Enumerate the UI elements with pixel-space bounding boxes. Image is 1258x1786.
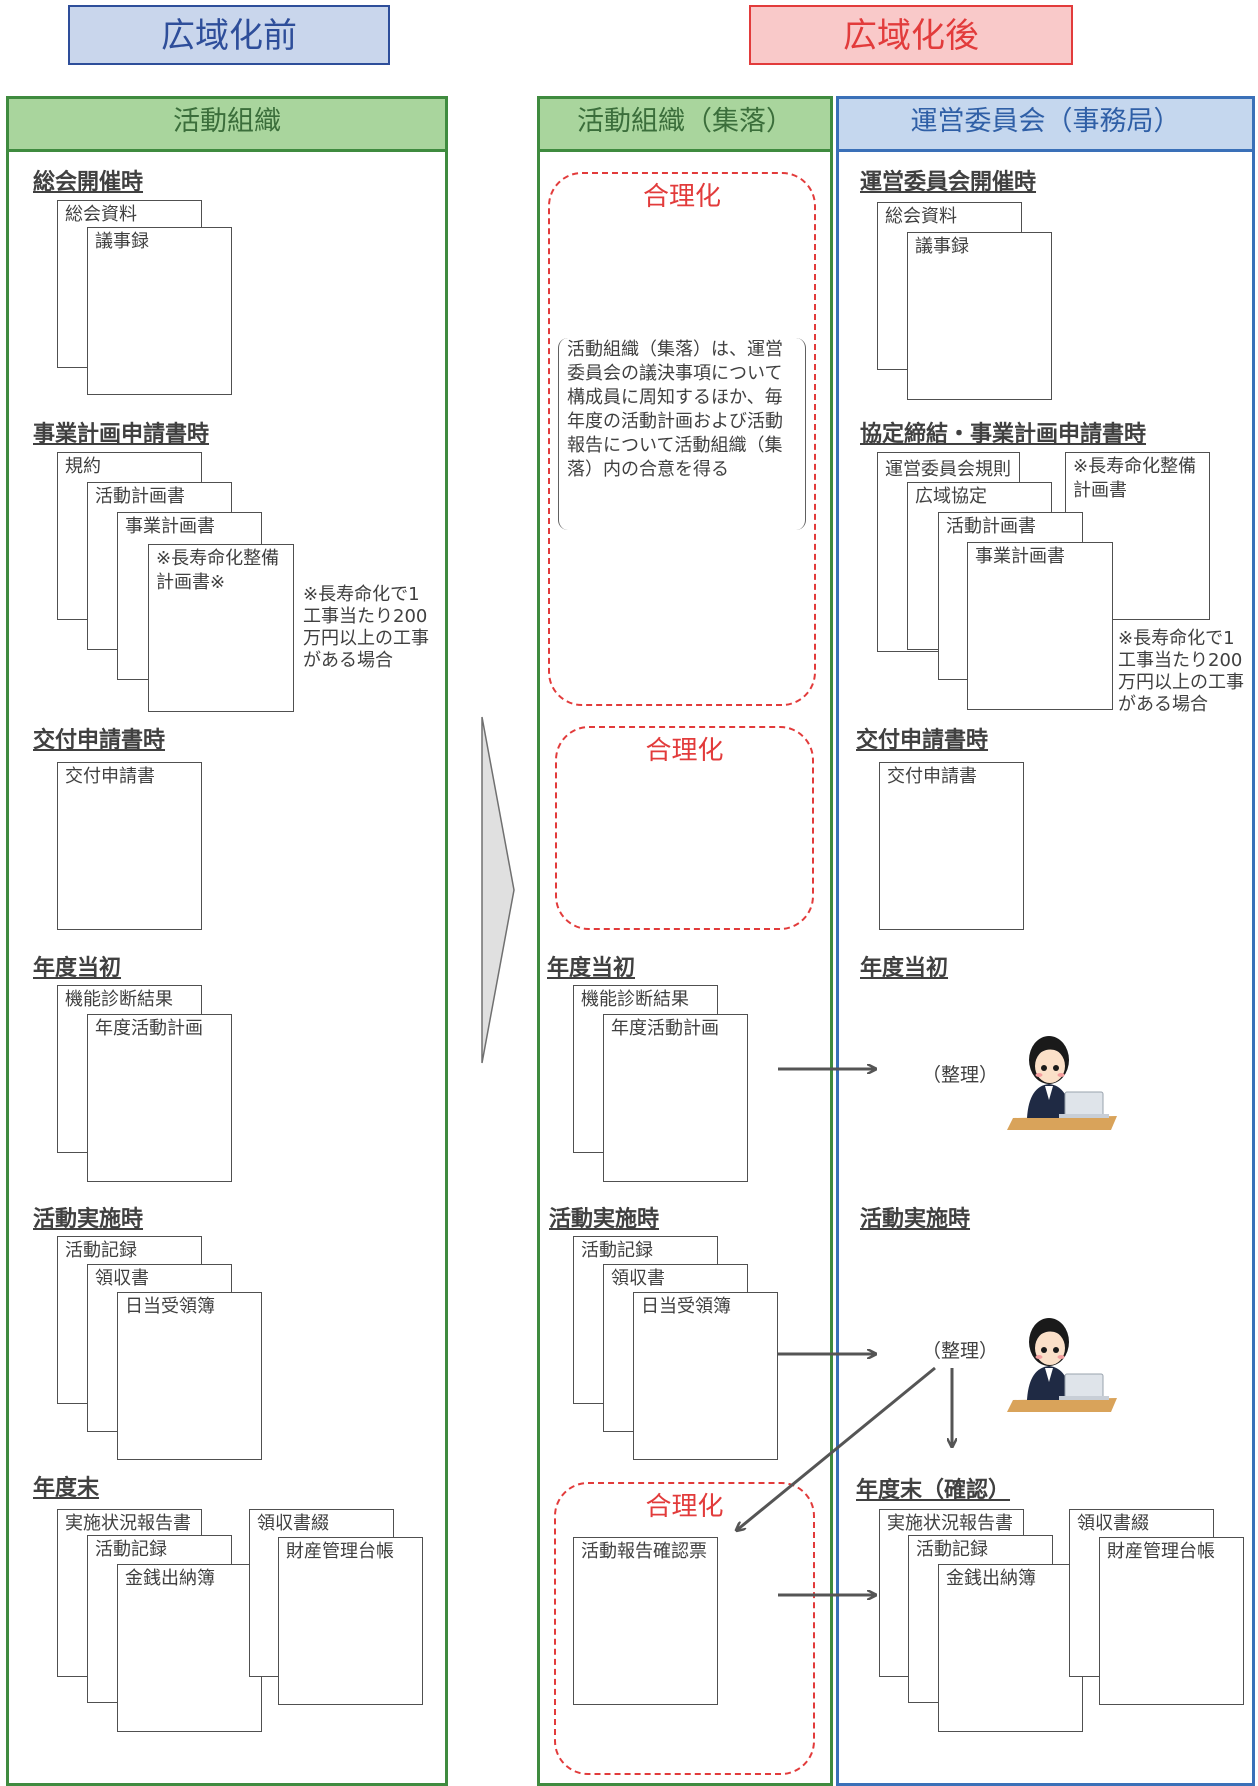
doc-chouju: ※長寿命化整備計画書※ <box>148 544 294 712</box>
office-worker-icon <box>1007 1036 1117 1130</box>
section-mid-nendo-toushoku: 年度当初 <box>547 956 636 981</box>
office-worker-icon <box>1007 1318 1117 1412</box>
section-unei-kaisai: 運営委員会開催時 <box>860 170 1037 195</box>
doc-koufu-shinsei: 交付申請書 <box>57 762 202 930</box>
gouri-label-1: 合理化 <box>642 182 721 212</box>
title-after: 広域化後 <box>749 5 1073 65</box>
doc-nittou: 日当受領簿 <box>117 1292 262 1460</box>
doc-mid-nendo-katsudou: 年度活動計画 <box>603 1014 748 1182</box>
section-r-koufu: 交付申請書時 <box>856 728 989 753</box>
section-soukai: 総会開催時 <box>33 170 144 195</box>
gouri-label-3: 合理化 <box>645 1492 724 1522</box>
doc-r-jigyou-keikaku: 事業計画書 <box>967 542 1113 710</box>
header-right: 運営委員会（事務局） <box>839 99 1252 152</box>
section-jigyo: 事業計画申請書時 <box>33 422 210 447</box>
doc-r-chouju: ※長寿命化整備計画書 <box>1065 452 1210 620</box>
doc-kinsen: 金銭出納簿 <box>117 1564 262 1732</box>
doc-r-kinsen: 金銭出納簿 <box>938 1564 1083 1732</box>
header-middle: 活動組織（集落） <box>540 99 830 152</box>
note-chouju-right: ※長寿命化で1工事当たり200万円以上の工事がある場合 <box>1118 628 1244 715</box>
section-nendo-toushoku: 年度当初 <box>33 956 122 981</box>
bracket-note: 活動組織（集落）は、運営委員会の議決事項について構成員に周知するほか、毎年度の活… <box>558 338 806 530</box>
doc-gijiroku: 議事録 <box>87 227 232 395</box>
section-kyoutei: 協定締結・事業計画申請書時 <box>860 422 1147 447</box>
doc-nendo-katsudou: 年度活動計画 <box>87 1014 232 1182</box>
doc-zaisan: 財産管理台帳 <box>278 1537 423 1705</box>
section-koufu: 交付申請書時 <box>33 728 166 753</box>
seiri-label-1: （整理） <box>922 1064 999 1086</box>
header-left: 活動組織 <box>9 99 445 152</box>
gouri-box-1 <box>548 172 816 706</box>
panel-right: 運営委員会（事務局） <box>836 96 1255 1786</box>
doc-r-koufu-shinsei: 交付申請書 <box>879 762 1024 930</box>
section-katsudou-jisshi: 活動実施時 <box>33 1207 144 1232</box>
section-nendo-matsu: 年度末 <box>33 1476 100 1501</box>
section-r-katsudou-jisshi: 活動実施時 <box>860 1207 971 1232</box>
gouri-box-3 <box>554 1482 815 1775</box>
seiri-label-2: （整理） <box>922 1340 999 1362</box>
title-before: 広域化前 <box>68 5 390 65</box>
doc-r-gijiroku: 議事録 <box>907 232 1052 400</box>
doc-houkoku-kakunin: 活動報告確認票 <box>573 1537 718 1705</box>
gouri-label-2: 合理化 <box>645 736 724 766</box>
section-r-nendo-matsu: 年度末（確認） <box>856 1478 1011 1503</box>
panel-left: 活動組織 <box>6 96 448 1786</box>
doc-r-zaisan: 財産管理台帳 <box>1099 1537 1244 1705</box>
section-mid-katsudou-jisshi: 活動実施時 <box>549 1207 660 1232</box>
arrow-to-houkoku-kakunin <box>737 1366 936 1530</box>
transition-arrow-icon <box>481 716 515 1064</box>
doc-mid-nittou: 日当受領簿 <box>633 1292 778 1460</box>
gouri-box-2 <box>555 726 814 930</box>
note-chouju-left: ※長寿命化で1工事当たり200万円以上の工事がある場合 <box>303 584 429 671</box>
section-r-nendo-toushoku: 年度当初 <box>860 956 949 981</box>
